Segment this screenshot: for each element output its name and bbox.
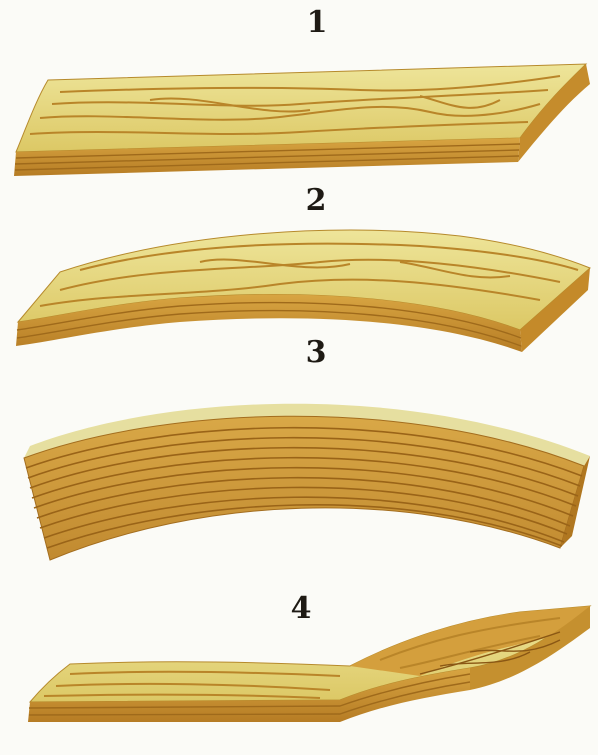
figure-label-2: 2 xyxy=(296,186,336,216)
board-2 xyxy=(16,230,590,352)
board-3 xyxy=(24,404,590,560)
board-1 xyxy=(14,64,590,176)
figure-label-3: 3 xyxy=(296,338,336,368)
figure-label-1: 1 xyxy=(297,8,337,38)
figure-label-4: 4 xyxy=(281,594,321,624)
